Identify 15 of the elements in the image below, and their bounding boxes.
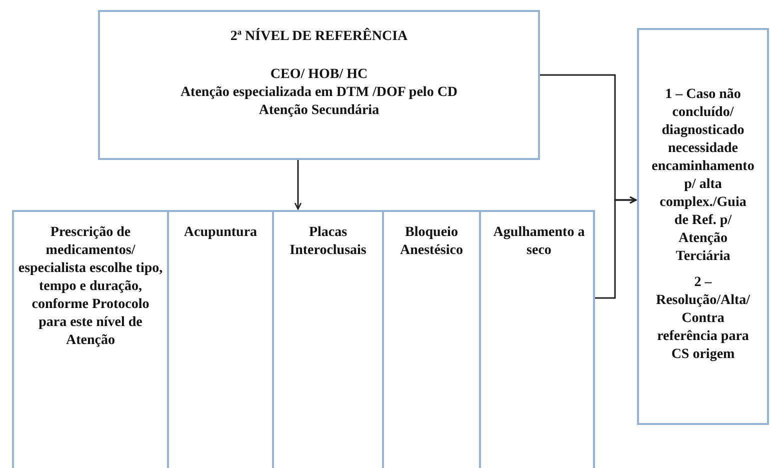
box-text: CEO/ HOB/ HC — [270, 66, 368, 84]
arrow — [595, 196, 637, 299]
box-text: Placas Interoclusais — [288, 224, 368, 260]
box-text: Agulhamento a seco — [492, 224, 586, 260]
box-heading: 2ª NÍVEL DE REFERÊNCIA — [230, 28, 408, 46]
box-text: Bloqueio Anestésico — [399, 224, 464, 260]
box-text: Acupuntura — [184, 224, 258, 242]
box-text: 2 – Resolução/Alta/ Contra referência para CS origem — [656, 274, 750, 364]
box-text: Atenção especializada em DTM /DOF pelo CD Atenção Secundária — [179, 84, 459, 120]
process-box — [98, 10, 540, 160]
group-box — [12, 210, 595, 468]
box-text: Prescrição de medicamentos/ especialista escolhe tipo, tempo e duração, conforme Protocolo para este nível de Atenção — [18, 224, 163, 350]
arrow — [294, 160, 302, 210]
box-text: 1 – Caso não concluído/ diagnosticado necessidade encaminhamento p/ alta complex./Guia de Ref. p/ Atenção Terciária — [652, 86, 754, 266]
process-box — [637, 28, 769, 425]
